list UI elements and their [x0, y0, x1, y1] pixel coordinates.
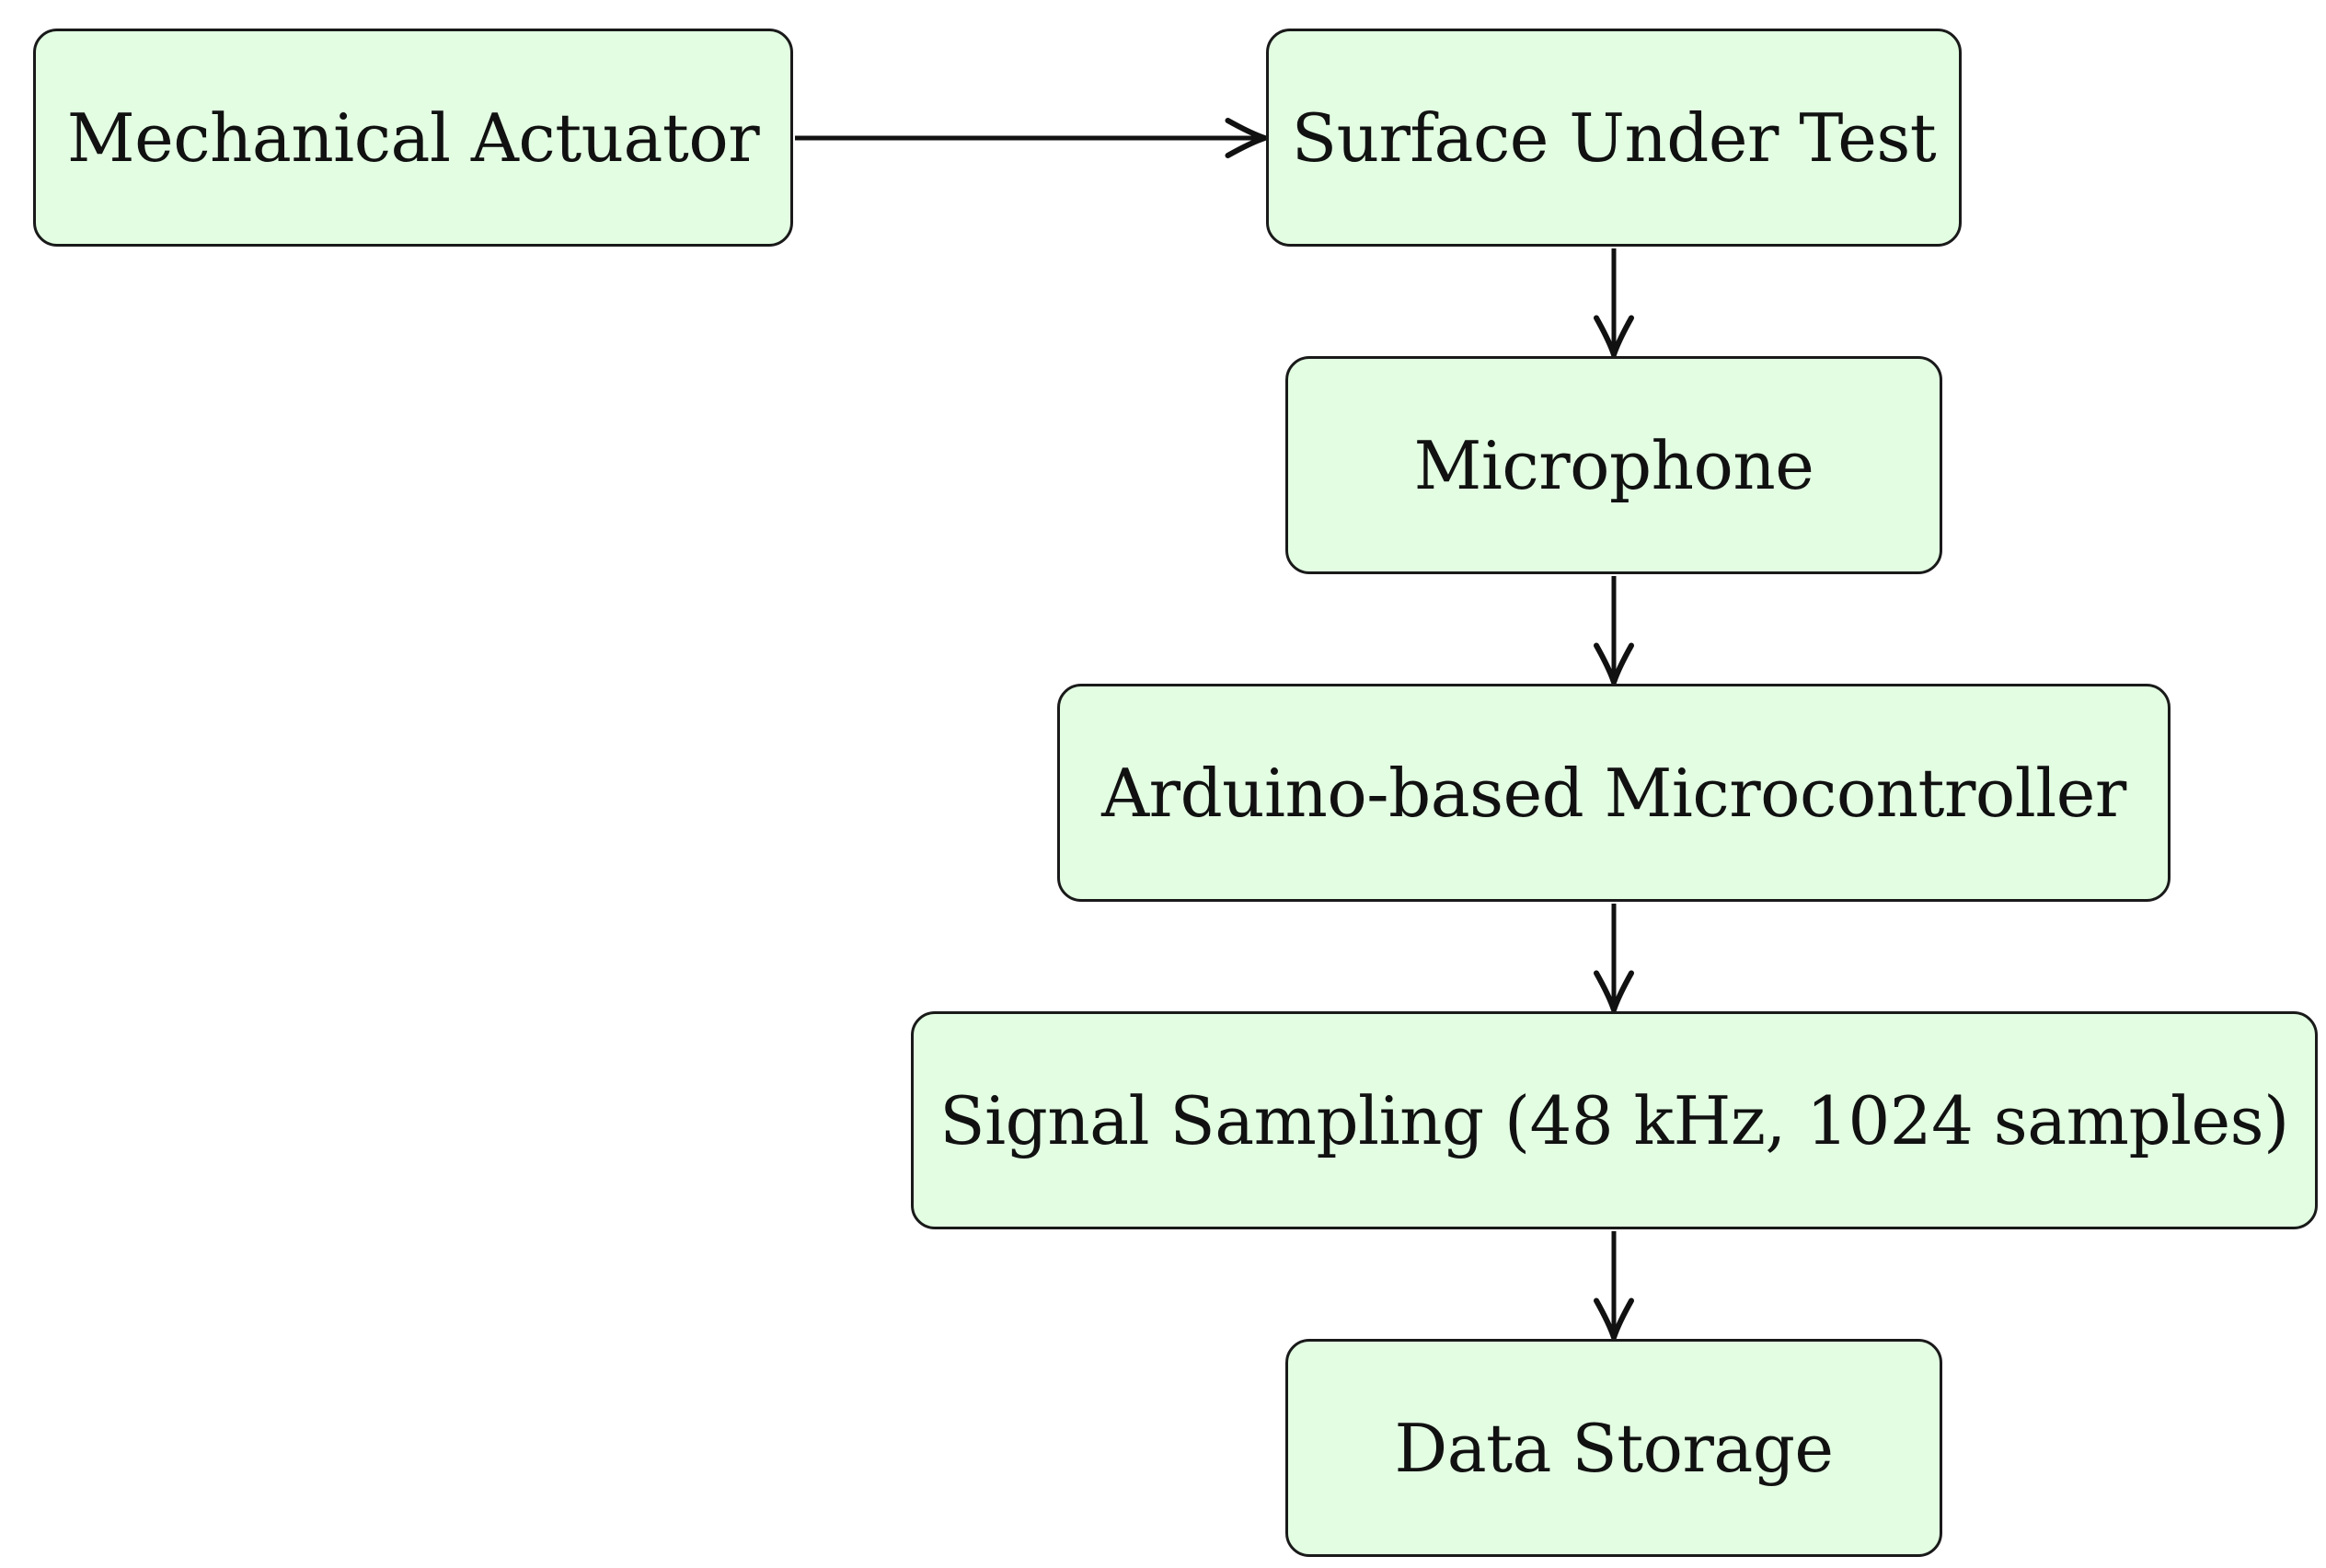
node-microphone: Microphone	[1285, 356, 1942, 574]
node-label: Microphone	[1413, 426, 1814, 504]
node-label: Arduino-based Microcontroller	[1101, 754, 2126, 832]
node-arduino-microcontroller: Arduino-based Microcontroller	[1057, 684, 2171, 902]
node-surface-under-test: Surface Under Test	[1266, 29, 1962, 247]
node-signal-sampling: Signal Sampling (48 kHz, 1024 samples)	[911, 1011, 2318, 1229]
node-label: Data Storage	[1394, 1409, 1834, 1487]
node-label: Signal Sampling (48 kHz, 1024 samples)	[939, 1081, 2289, 1159]
node-data-storage: Data Storage	[1285, 1339, 1942, 1557]
node-label: Surface Under Test	[1291, 98, 1937, 177]
node-label: Mechanical Actuator	[66, 98, 760, 177]
node-mechanical-actuator: Mechanical Actuator	[33, 29, 793, 247]
